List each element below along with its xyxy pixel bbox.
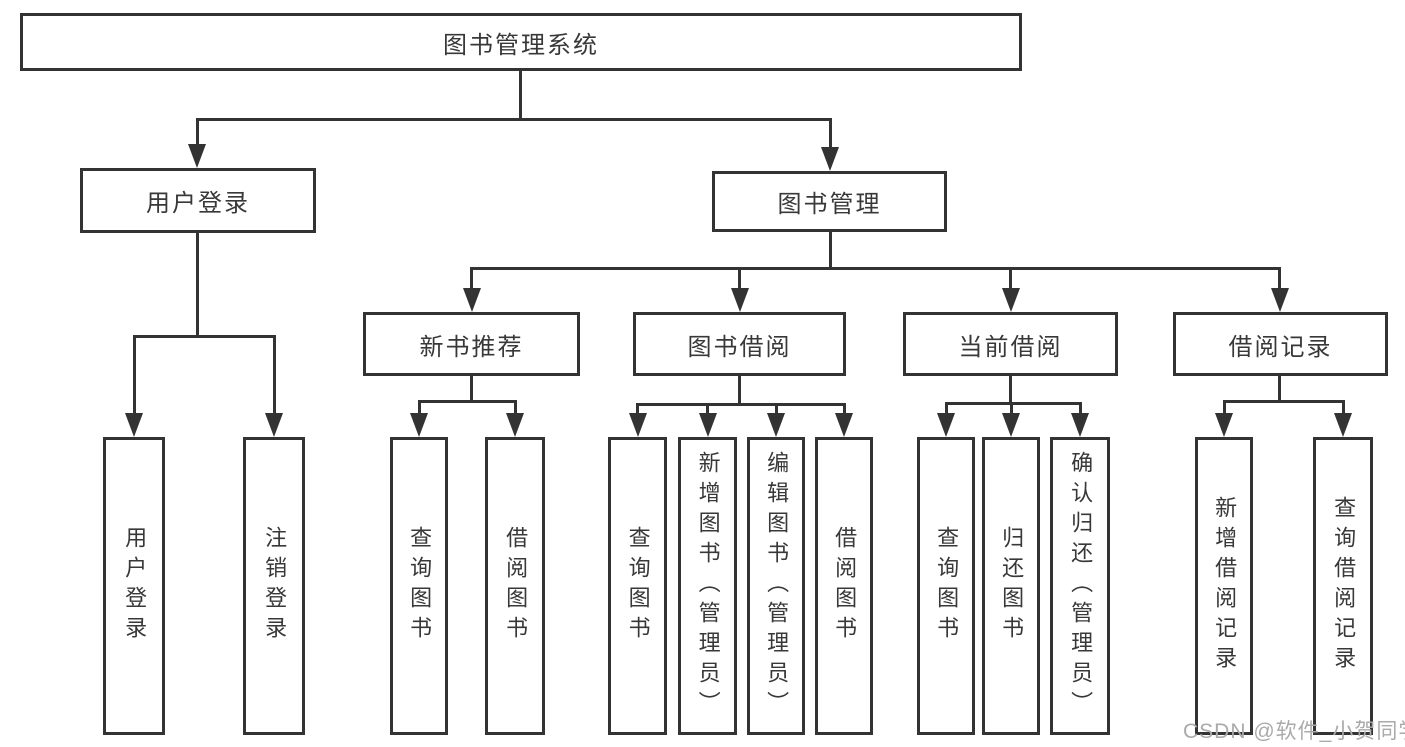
- leaf-add-borrow-record: 新增借阅记录: [1195, 437, 1253, 735]
- node-label: 借阅记录: [1228, 333, 1333, 361]
- leaf-query-books-borrowing: 查询图书: [608, 437, 667, 735]
- arrowhead-icon: [821, 147, 839, 171]
- node-user-login: 用户登录: [80, 168, 316, 233]
- arrowhead-icon: [1002, 413, 1020, 437]
- connector-level3-rail: [470, 267, 1281, 270]
- node-label: 用户登录: [146, 190, 250, 217]
- leaf-label: 查询借阅记录: [1331, 496, 1357, 676]
- connector-current-borrow-rail: [944, 402, 1082, 405]
- arrowhead-icon: [125, 413, 143, 437]
- leaf-label: 查询图书: [934, 526, 960, 646]
- node-current-borrowing: 当前借阅: [903, 312, 1118, 376]
- arrowhead-icon: [698, 413, 717, 437]
- leaf-label: 借阅图书: [832, 526, 858, 646]
- leaf-label: 新增图书（管理员）: [695, 451, 721, 721]
- leaf-logout: 注销登录: [243, 437, 305, 735]
- leaf-edit-books-admin: 编辑图书（管理员）: [747, 437, 805, 735]
- arrowhead-icon: [188, 144, 206, 168]
- arrowhead-icon: [730, 288, 749, 312]
- leaf-return-books: 归还图书: [982, 437, 1040, 735]
- leaf-label: 查询图书: [407, 526, 433, 646]
- node-label: 图书借阅: [687, 333, 792, 361]
- connector-borrow-record-drop: [1278, 376, 1281, 403]
- arrowhead-icon: [506, 413, 524, 437]
- arrowhead-icon: [1215, 413, 1233, 437]
- connector-user-login-drop: [195, 233, 199, 337]
- leaf-borrow-books-recommend: 借阅图书: [485, 437, 545, 735]
- leaf-query-borrow-record: 查询借阅记录: [1313, 437, 1373, 735]
- leaf-user-login: 用户登录: [103, 437, 165, 735]
- leaf-query-books-recommend: 查询图书: [390, 437, 448, 735]
- node-label: 当前借阅: [958, 333, 1063, 361]
- csdn-watermark: CSDN @软件_小贺同学: [1183, 720, 1405, 743]
- arrowhead-icon: [265, 413, 283, 437]
- arrowhead-icon: [410, 413, 428, 437]
- leaf-label: 编辑图书（管理员）: [764, 451, 790, 721]
- connector-book-borrow-rail: [636, 403, 846, 406]
- node-book-management: 图书管理: [712, 171, 947, 232]
- leaf-borrow-books: 借阅图书: [815, 437, 873, 735]
- leaf-confirm-return-admin: 确认归还（管理员）: [1050, 437, 1110, 735]
- connector-root-drop: [519, 71, 522, 120]
- node-book-borrowing: 图书借阅: [633, 312, 846, 376]
- node-new-book-recommendation: 新书推荐: [363, 312, 580, 376]
- arrowhead-icon: [835, 413, 853, 437]
- node-label: 图书管理系统: [443, 31, 599, 59]
- leaf-label: 借阅图书: [503, 526, 529, 646]
- connector-book-mgmt-drop: [828, 232, 832, 270]
- arrowhead-icon: [462, 288, 481, 312]
- leaf-label: 新增借阅记录: [1212, 496, 1238, 676]
- leaf-label: 用户登录: [122, 526, 148, 646]
- node-label: 图书管理: [777, 191, 882, 218]
- connector-level2-rail: [195, 118, 832, 121]
- arrowhead-icon: [628, 413, 647, 437]
- connector-current-borrow-drop: [1009, 376, 1012, 405]
- node-library-management-system: 图书管理系统: [20, 13, 1022, 71]
- node-borrowing-records: 借阅记录: [1173, 312, 1388, 376]
- leaf-label: 归还图书: [999, 526, 1025, 646]
- arrowhead-icon: [1071, 413, 1089, 437]
- connector-new-book-rail: [417, 400, 517, 403]
- node-label: 新书推荐: [419, 333, 524, 361]
- connector-book-borrow-drop: [738, 376, 741, 406]
- arrowhead-icon: [1001, 288, 1020, 312]
- leaf-query-books-current: 查询图书: [917, 437, 975, 735]
- leaf-label: 注销登录: [262, 526, 288, 646]
- connector-borrow-record-rail: [1222, 400, 1345, 403]
- arrowhead-icon: [767, 413, 785, 437]
- leaf-label: 确认归还（管理员）: [1068, 451, 1094, 721]
- leaf-add-books-admin: 新增图书（管理员）: [678, 437, 737, 735]
- arrowhead-icon: [937, 413, 955, 437]
- connector-user-login-rail: [132, 335, 276, 338]
- arrowhead-icon: [1334, 413, 1352, 437]
- arrowhead-icon: [1270, 288, 1289, 312]
- connector-new-book-drop: [470, 376, 473, 403]
- leaf-label: 查询图书: [625, 526, 651, 646]
